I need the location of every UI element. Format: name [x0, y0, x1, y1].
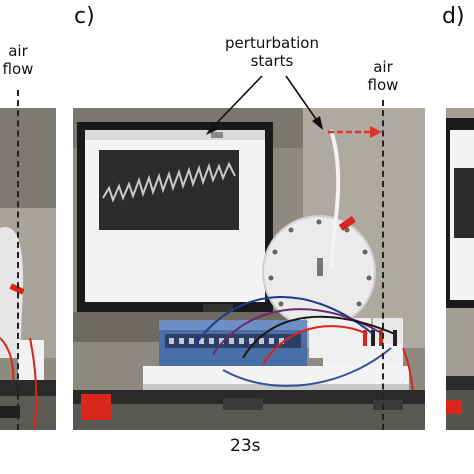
time-label: 23s — [230, 436, 261, 456]
panel-label-c: c) — [74, 4, 95, 29]
center-airflow-line1: air — [373, 58, 393, 76]
photo-panel-d — [446, 108, 474, 430]
center-airflow-label: air flow — [358, 58, 408, 94]
photo-panel-c — [73, 108, 425, 430]
left-airflow-line1: air — [8, 42, 28, 60]
left-airflow-label: air flow — [0, 42, 36, 78]
perturbation-line2: starts — [250, 52, 294, 70]
panel-label-d: d) — [442, 4, 465, 29]
perturbation-label: perturbation starts — [214, 34, 330, 70]
photo-panel-b — [0, 108, 56, 430]
airflow-line-center — [382, 100, 384, 430]
airflow-arrow — [328, 126, 382, 138]
left-airflow-line2: flow — [2, 60, 34, 78]
airflow-line-left — [17, 90, 19, 430]
center-airflow-line2: flow — [367, 76, 399, 94]
perturbation-line1: perturbation — [225, 34, 319, 52]
